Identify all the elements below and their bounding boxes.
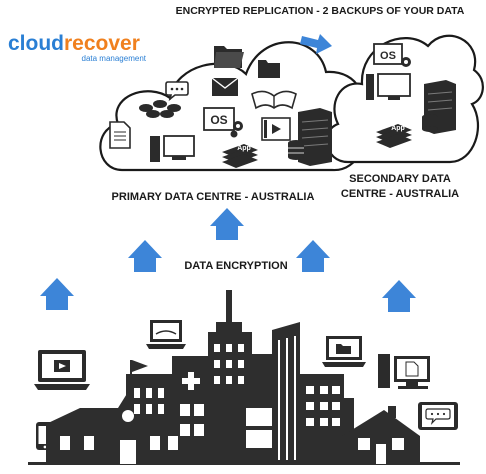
database-cluster-icon [139, 100, 181, 118]
replication-arrow [300, 34, 332, 54]
os-settings-icon: OS [203, 107, 243, 138]
email-icon [211, 77, 239, 96]
upload-arrow-icon [40, 278, 74, 310]
secondary-datacentre-label-line2: CENTRE - AUSTRALIA [341, 188, 459, 200]
os-settings-icon: OS [373, 43, 411, 67]
os-badge-label: OS [380, 50, 396, 62]
upload-arrow-icon [128, 240, 162, 272]
app-badge-label: App [237, 145, 251, 152]
video-player-icon [261, 117, 291, 141]
desktop-computer-icon [150, 135, 195, 162]
house-building [342, 410, 420, 464]
logo-brand-prefix: cloud [8, 32, 64, 55]
replication-title: ENCRYPTED REPLICATION - 2 BACKUPS OF YOU… [176, 5, 465, 17]
building-windows [60, 336, 404, 464]
app-badge-label: App [391, 125, 405, 132]
app-stack-icon: App [376, 124, 412, 148]
app-stack-icon: App [222, 144, 258, 168]
logo-tagline: data management [82, 54, 147, 63]
svg-text:cloudrecover: cloudrecover [8, 32, 140, 55]
database-icon [288, 140, 304, 160]
upload-arrow-icon [210, 208, 244, 240]
laptop-video-icon [34, 350, 90, 390]
document-icon [109, 121, 131, 149]
database-icon [422, 114, 438, 132]
cloudrecover-logo: cloudrecover data management [8, 32, 147, 63]
folder-icon [258, 60, 280, 78]
upload-arrow-icon [382, 280, 416, 312]
os-badge-label: OS [210, 113, 227, 127]
folder-icon [214, 46, 244, 68]
server-rack-icon [298, 108, 332, 166]
laptop-book-icon [146, 320, 186, 349]
open-book-icon [251, 90, 297, 110]
upload-arrow-icon [296, 240, 330, 272]
secondary-cloud-outline [325, 34, 484, 164]
desktop-computer-icon [366, 73, 411, 100]
spire-tower [226, 290, 232, 330]
logo-brand-suffix: recover [64, 32, 140, 55]
laptop-folder-icon [322, 336, 366, 367]
chat-bubble-icon [165, 81, 189, 102]
desktop-document-icon [378, 354, 430, 389]
tablet-chat-icon [418, 402, 458, 430]
primary-datacentre-label: PRIMARY DATA CENTRE - AUSTRALIA [112, 191, 315, 203]
secondary-datacentre-label-line1: SECONDARY DATA [349, 173, 451, 185]
data-encryption-label: DATA ENCRYPTION [184, 260, 287, 272]
